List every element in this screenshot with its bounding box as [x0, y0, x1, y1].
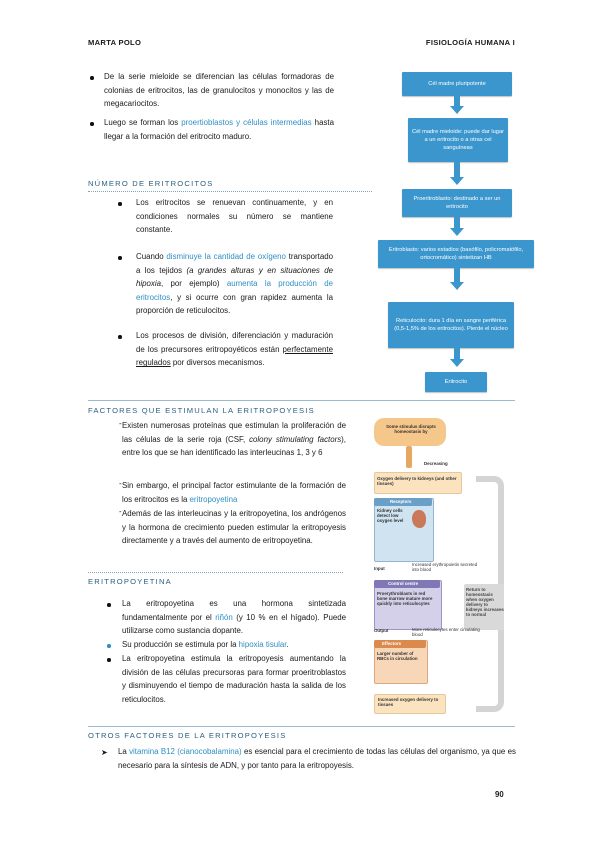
section-title-eritropoyetina: ERITROPOYETINA [88, 577, 172, 586]
down-arrow-icon [450, 359, 464, 367]
decreasing-label: Decreasing [424, 461, 448, 466]
dash-marker: - [119, 507, 122, 516]
bullet-icon [118, 256, 122, 260]
numero-bullet-1: Los eritrocitos se renuevan continuament… [136, 198, 333, 235]
flow-arrow-stem [454, 268, 460, 283]
control-header [374, 580, 440, 588]
control-label: Control centre [388, 581, 419, 586]
flow-step-pluripotent: Cél madre pluripotente [402, 72, 512, 96]
down-arrow-icon [450, 282, 464, 290]
proerythroblasts-label: Proerythroblasts in red bone marrow matu… [377, 591, 433, 606]
flow-arrow-stem [454, 96, 460, 106]
intro-bullet-1: De la serie mieloide se diferencian las … [104, 72, 334, 109]
homeostasis-diagram: Return to homeostasis when oxygen delive… [368, 414, 510, 717]
more-label: More reticulocytes enter circulating blo… [412, 627, 480, 637]
bullet-icon [90, 76, 94, 80]
section-divider [88, 400, 515, 401]
flow-arrow-stem [454, 162, 460, 178]
dash-marker: - [119, 479, 122, 488]
down-arrow-icon [450, 228, 464, 236]
increased-label: Increased oxygen delivery to tissues [378, 697, 439, 707]
increased-box [374, 694, 446, 714]
kidney-label: Kidney cells detect low oxygen level [377, 508, 404, 523]
stimulus-label: Some stimulus disrupts homeostasis by [386, 424, 436, 434]
stimulus-shape [374, 418, 446, 446]
receptors-header [374, 498, 432, 506]
otros-item-1: La vitamina B12 (cianocobalamina) es ese… [118, 747, 516, 770]
down-arrow-icon [450, 106, 464, 114]
eritropoyetina-bullet-2: Su producción se estimula por la hipoxia… [122, 640, 289, 649]
bullet-icon [90, 122, 94, 126]
input-label: Input [374, 566, 385, 571]
arrow-bullet-icon: ➤ [101, 748, 108, 757]
author-name: MARTA POLO [88, 38, 142, 47]
bullet-icon [107, 658, 111, 662]
section-title-factores: FACTORES QUE ESTIMULAN LA ERITROPOYESIS [88, 406, 315, 415]
bullet-icon [107, 644, 111, 648]
factores-item-2: Sin embargo, el principal factor estimul… [122, 481, 346, 504]
section-title-otros: OTROS FACTORES DE LA ERITROPOYESIS [88, 731, 287, 740]
bullet-icon [107, 603, 111, 607]
eritropoyetina-bullet-1: La eritropoyetina es una hormona sinteti… [122, 599, 347, 636]
effectors-label: Effectors [382, 641, 402, 646]
eritropoyetina-bullet-3: La eritropoyetina estimula la eritropoye… [122, 654, 346, 704]
delivery-label: Oxygen delivery to kidneys (and other ti… [377, 476, 457, 486]
intro-bullet-2: Luego se forman los proertioblastos y cé… [104, 118, 334, 141]
flow-step-proerythroblast: Proeritroblasto: destinado a ser un erit… [402, 189, 512, 217]
factores-item-3: Además de las interleucinas y la eritrop… [122, 509, 346, 546]
control-box [374, 580, 442, 630]
flow-arrow-stem [454, 348, 460, 360]
section-title-numero: NÚMERO DE ERITROCITOS [88, 179, 214, 188]
secreted-label: Increased erythropoietin secreted into b… [412, 562, 478, 572]
larger-label: Larger number of RBCs in circulation [377, 651, 418, 661]
bullet-icon [118, 202, 122, 206]
page-number: 90 [495, 790, 504, 799]
numero-bullet-3: Los procesos de división, diferenciación… [136, 331, 333, 368]
section-divider [88, 572, 343, 573]
flow-arrow-stem [454, 217, 460, 229]
receptors-label: Receptors [390, 499, 412, 504]
return-label: Return to homeostasis when oxygen delive… [466, 587, 504, 617]
down-arrow-icon [450, 177, 464, 185]
flow-step-erythroblast: Eritroblasto: varios estadios (basófilo,… [378, 240, 534, 268]
stimulus-arrow [406, 446, 412, 468]
bullet-icon [118, 335, 122, 339]
flow-step-myeloid: Cél madre mieloide: puede dar lugar a un… [408, 118, 508, 162]
flow-step-erythrocyte: Eritrocito [425, 372, 487, 392]
output-label: Output [374, 628, 389, 633]
section-divider [88, 726, 515, 727]
factores-item-1: Existen numerosas proteínas que estimula… [122, 421, 346, 458]
dash-marker: - [119, 419, 122, 428]
flow-step-reticulocyte: Reticulocito: dura 1 día en sangre perif… [388, 302, 514, 348]
delivery-box [374, 472, 462, 494]
effectors-header [374, 640, 426, 648]
numero-bullet-2: Cuando disminuye la cantidad de oxígeno … [136, 252, 333, 316]
course-title: FISIOLOGÍA HUMANA I [425, 38, 515, 47]
kidney-icon [412, 510, 426, 528]
return-box [464, 584, 504, 630]
section-divider [88, 191, 372, 192]
